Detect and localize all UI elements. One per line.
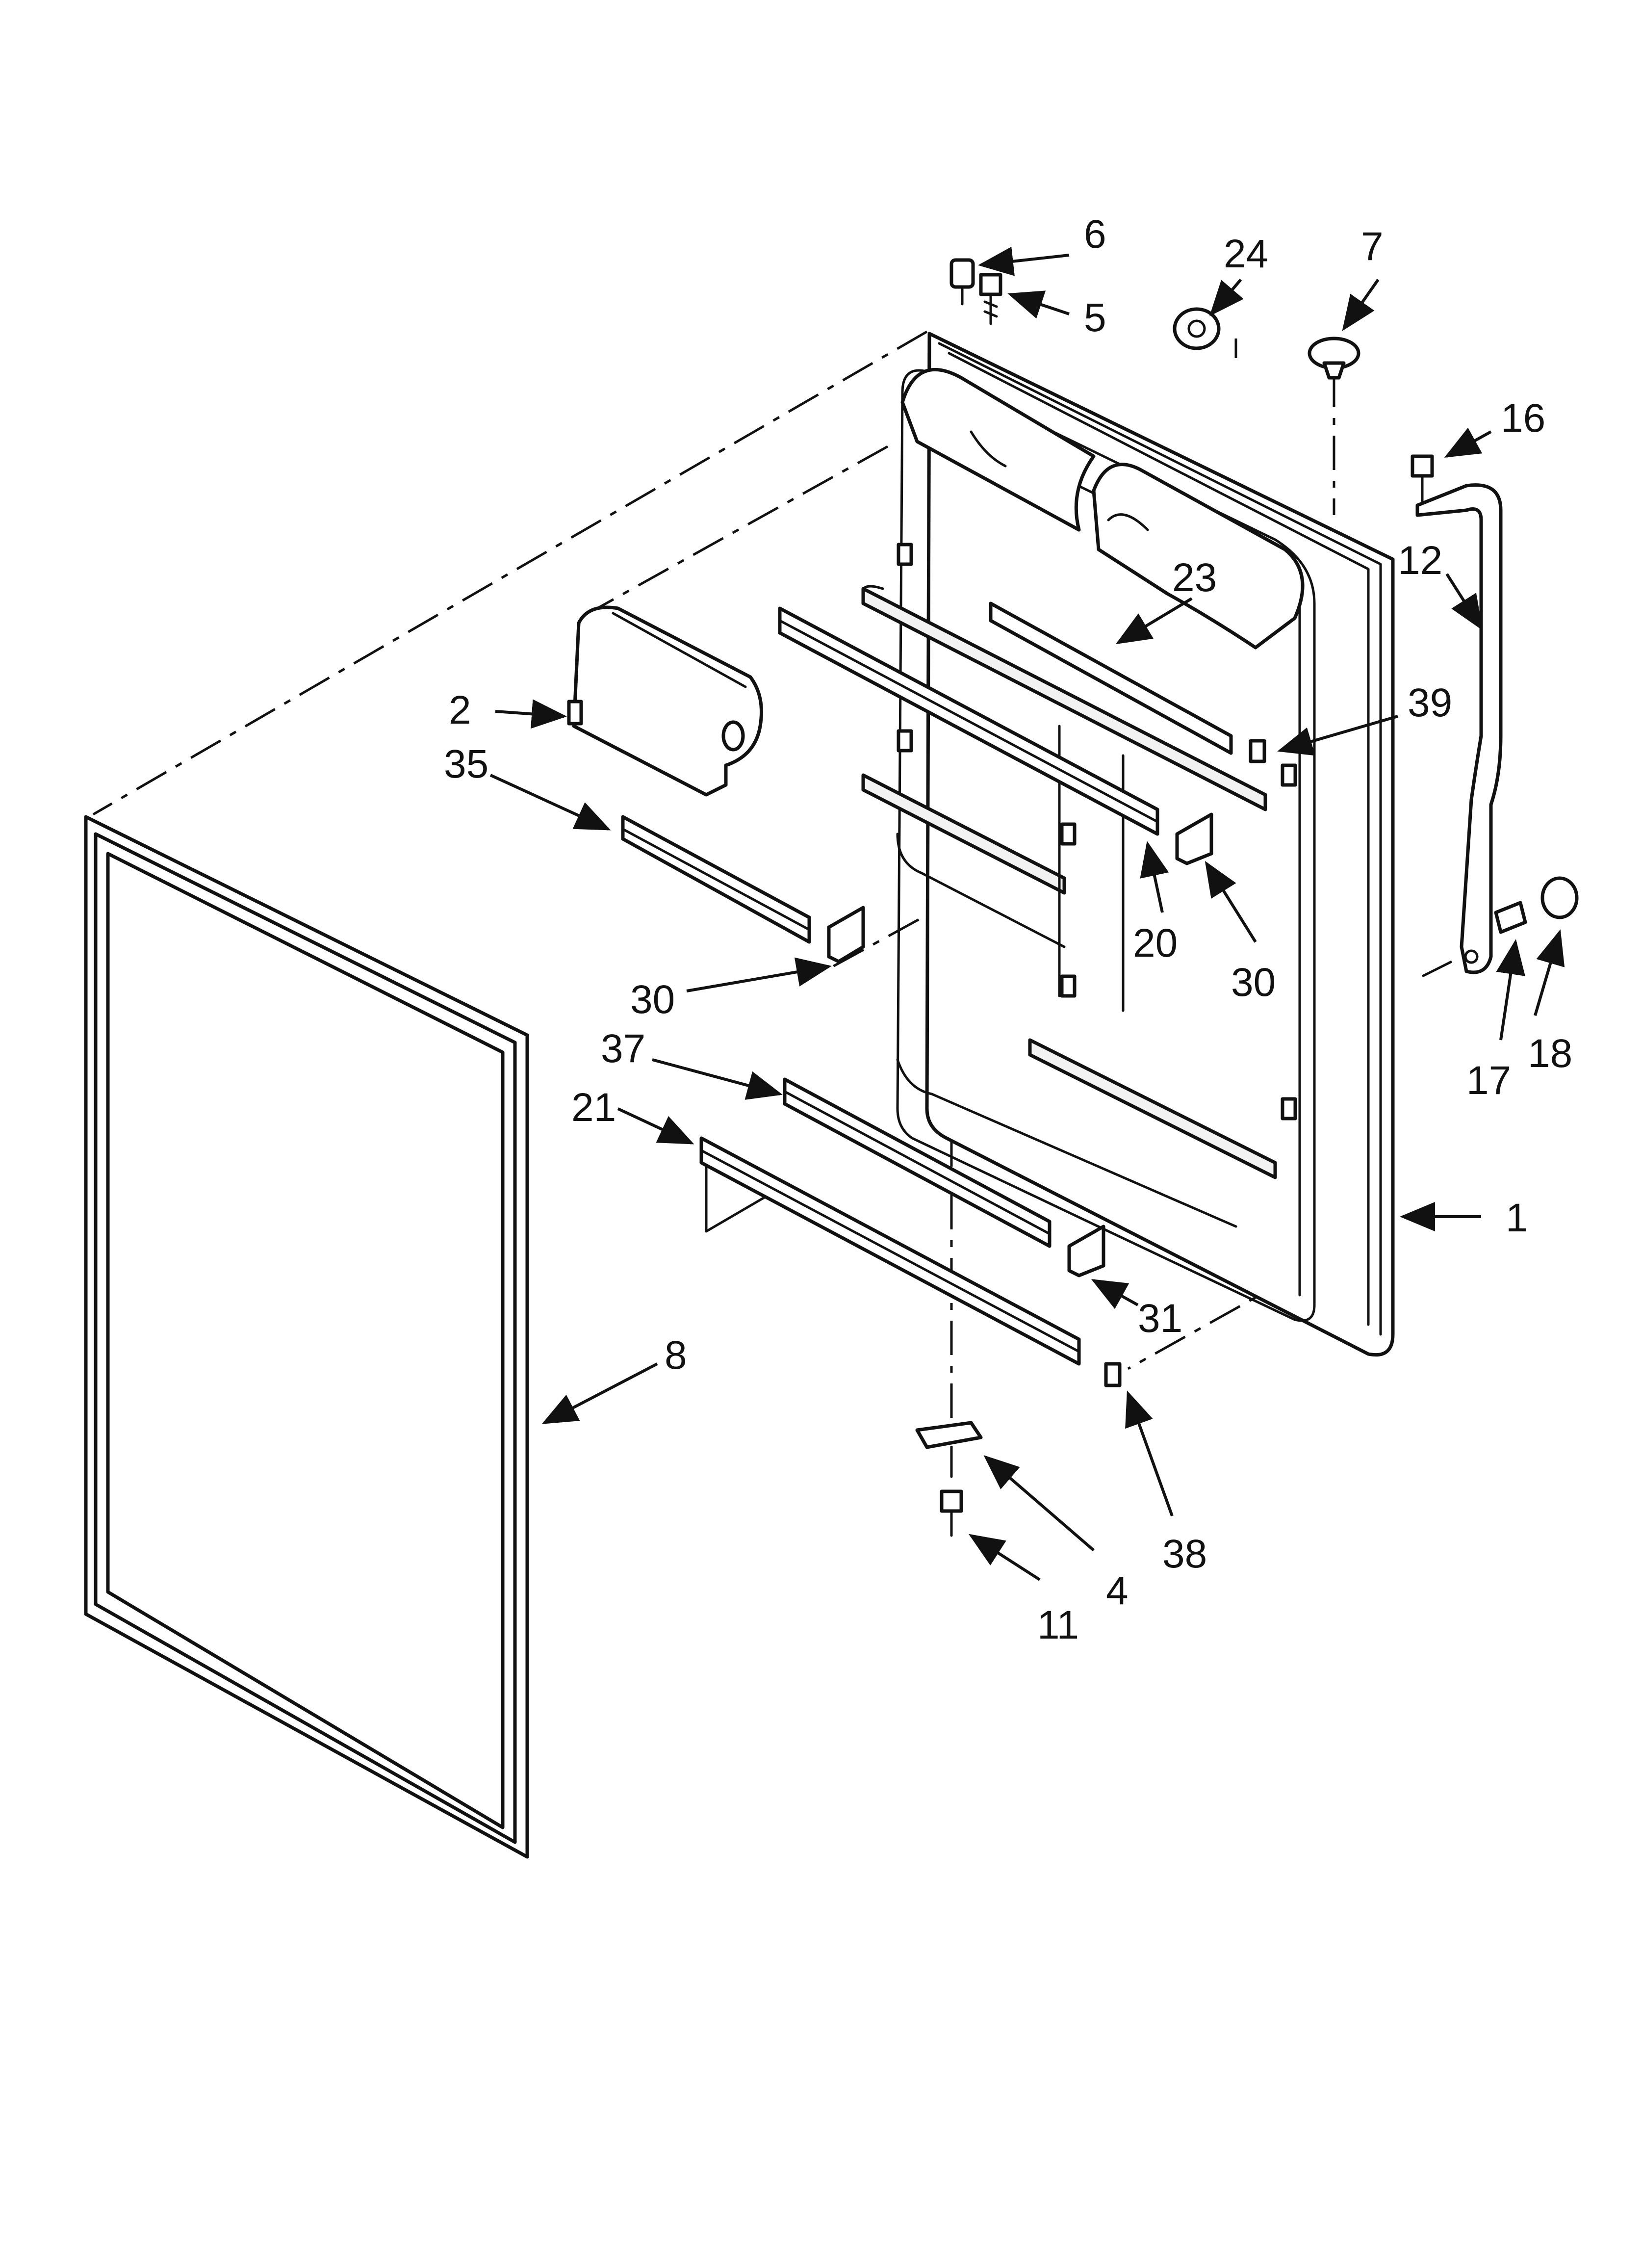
callout-37: 37 <box>601 1026 645 1071</box>
callout-23: 23 <box>1172 555 1217 600</box>
shelf-rail-21 <box>699 1136 1081 1366</box>
door-liner <box>861 332 1395 1357</box>
clip-39 <box>1249 739 1266 763</box>
bottom-hinge-4 <box>915 1421 983 1478</box>
callout-39: 39 <box>1408 680 1452 725</box>
trim-strip-23 <box>989 601 1233 755</box>
callout-30-left: 30 <box>630 977 675 1022</box>
callout-30-right: 30 <box>1231 960 1276 1005</box>
screw-17 <box>1494 901 1527 934</box>
callout-11: 11 <box>1037 1603 1079 1647</box>
shelf-bracket-30-right <box>1175 812 1213 865</box>
screw-16 <box>1411 454 1434 507</box>
screw-5 <box>979 273 1002 325</box>
hinge-pin-6 <box>949 258 975 306</box>
callout-8: 8 <box>665 1333 687 1378</box>
nut-24 <box>1173 307 1221 350</box>
callout-2: 2 <box>449 688 471 732</box>
callout-1: 1 <box>1506 1196 1528 1240</box>
shelf-rail-20 <box>778 606 1159 836</box>
callout-20: 20 <box>1133 921 1178 965</box>
shelf-bracket-31 <box>1067 1225 1105 1277</box>
callout-labels: 6 5 24 7 16 12 23 39 2 35 20 30 30 17 18… <box>444 212 1572 1647</box>
callout-17: 17 <box>1466 1058 1511 1103</box>
callout-6: 6 <box>1084 212 1106 257</box>
shelf-rail-37 <box>783 1077 1052 1248</box>
end-cap-38 <box>1104 1362 1122 1387</box>
leader-lines <box>489 246 1565 1581</box>
callout-31: 31 <box>1138 1296 1182 1341</box>
callout-16: 16 <box>1501 396 1545 441</box>
cap-18 <box>1540 876 1579 919</box>
callout-4: 4 <box>1106 1568 1129 1613</box>
callout-7: 7 <box>1361 224 1384 269</box>
dairy-bin-cover <box>567 605 763 797</box>
screw-11 <box>940 1489 963 1537</box>
callout-18: 18 <box>1528 1031 1572 1076</box>
shelf-rail-35 <box>621 815 811 944</box>
plug-button-7 <box>1308 337 1360 380</box>
shelf-bracket-30-left <box>827 906 865 964</box>
callout-24: 24 <box>1224 232 1268 276</box>
door-handle-12 <box>1415 483 1503 974</box>
callout-21: 21 <box>571 1085 616 1130</box>
callout-35: 35 <box>444 742 488 786</box>
callout-12: 12 <box>1398 538 1442 583</box>
callout-38: 38 <box>1162 1532 1207 1576</box>
callout-5: 5 <box>1084 295 1106 340</box>
door-gasket <box>84 815 529 1859</box>
